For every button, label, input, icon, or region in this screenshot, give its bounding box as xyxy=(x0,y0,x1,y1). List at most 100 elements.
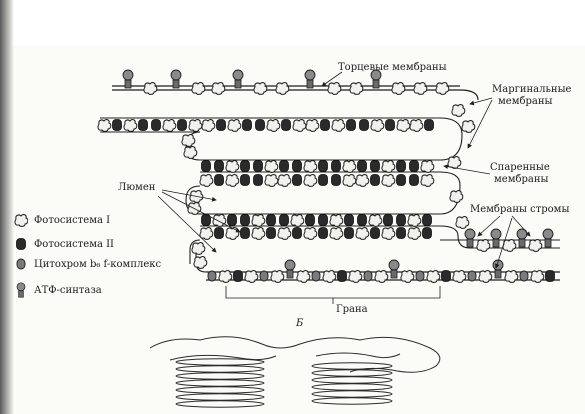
photosystem-2-mark xyxy=(396,227,406,239)
photosystem-1-mark xyxy=(476,239,491,252)
photosystem-1-mark xyxy=(322,270,337,283)
cytochrome-mark xyxy=(207,270,217,282)
legend-photosystem-1: Фотосистема I xyxy=(14,212,110,228)
photosystem-2-mark xyxy=(266,227,276,239)
photosystem-2-mark xyxy=(292,174,302,186)
cytochrome-icon xyxy=(16,258,26,270)
panel-b-grana-3d xyxy=(149,336,441,408)
photosystem-2-mark xyxy=(396,174,406,186)
photosystem-1-mark xyxy=(355,174,370,187)
photosystem-1-mark xyxy=(227,119,242,132)
grana-disc xyxy=(175,400,265,408)
photosystem-1-mark xyxy=(225,160,240,173)
photosystem-2-mark xyxy=(266,214,276,226)
photosystem-2-mark xyxy=(214,160,224,172)
cytochrome-mark xyxy=(363,270,373,282)
photosystem-1-mark xyxy=(368,214,383,227)
photosystem-1-mark xyxy=(381,227,396,240)
photosystem-2-mark xyxy=(151,119,161,131)
grana-disc xyxy=(175,372,265,380)
photosystem-2-mark xyxy=(292,160,302,172)
photosystem-2-mark xyxy=(177,119,187,131)
photosystem-1-mark xyxy=(400,270,415,283)
grana-disc xyxy=(175,358,265,366)
top-membrane-proteins xyxy=(122,69,450,95)
grana-disc xyxy=(311,383,393,391)
photosystem-1-mark xyxy=(218,270,233,283)
photosystem-2-mark xyxy=(201,160,211,172)
grana-disc xyxy=(311,390,393,398)
atp-synthase-mark xyxy=(542,228,554,248)
photosystem-1-mark xyxy=(264,174,279,187)
photosystem-2-mark xyxy=(279,214,289,226)
photosystem-1-mark xyxy=(277,174,292,187)
photosystem-1-mark xyxy=(188,119,203,132)
photosystem-2-mark xyxy=(112,119,122,131)
photosystem-1-mark xyxy=(342,160,357,173)
photosystem-1-mark xyxy=(342,174,357,187)
legend-label: Фотосистема I xyxy=(34,214,111,226)
cytochrome-mark xyxy=(311,270,321,282)
photosystem-1-mark xyxy=(181,134,196,147)
label-stacked-line2: мембраны xyxy=(494,174,549,185)
panel-b-label: Б xyxy=(295,318,304,329)
photosystem-2-mark xyxy=(318,160,328,172)
photosystem-2-mark xyxy=(279,160,289,172)
photosystem-1-icon xyxy=(14,214,28,227)
photosystem-2-mark xyxy=(214,227,224,239)
photosystem-2-mark xyxy=(331,160,341,172)
photosystem-2-mark xyxy=(359,119,369,131)
grana-disc xyxy=(175,386,265,394)
photosystem-2-mark xyxy=(357,214,367,226)
photosystem-1-mark xyxy=(449,190,464,203)
photosystem-1-mark xyxy=(409,119,424,132)
photosystem-1-mark xyxy=(420,160,435,173)
photosystem-1-mark xyxy=(370,119,385,132)
photosystem-1-mark xyxy=(244,270,259,283)
photosystem-1-mark xyxy=(348,270,363,283)
photosystem-2-mark xyxy=(370,227,380,239)
photosystem-1-mark xyxy=(530,270,545,283)
photosystem-1-mark xyxy=(447,156,462,169)
photosystem-2-mark xyxy=(240,214,250,226)
cytochrome-mark xyxy=(259,270,269,282)
photosystem-1-mark xyxy=(123,119,138,132)
photosystem-1-mark xyxy=(225,174,240,187)
grana-disc xyxy=(311,397,393,405)
photosystem-1-mark xyxy=(461,120,476,133)
photosystem-2-mark xyxy=(344,227,354,239)
photosystem-2-mark xyxy=(240,160,250,172)
legend-label: Цитохром b₆ f-комплекс xyxy=(34,258,162,270)
atp-synthase-mark xyxy=(284,259,296,279)
photosystem-2-mark xyxy=(385,119,395,131)
grana-disc xyxy=(175,379,265,387)
photosystem-2-mark xyxy=(318,227,328,239)
atp-synthase-mark xyxy=(516,228,528,248)
photosystem-1-mark xyxy=(374,270,389,283)
photosystem-2-mark xyxy=(214,174,224,186)
photosystem-2-mark xyxy=(396,214,406,226)
photosystem-1-mark xyxy=(329,214,344,227)
leader-lines xyxy=(157,71,531,304)
photosystem-2-mark xyxy=(422,214,432,226)
cytochrome-mark xyxy=(519,270,529,282)
photosystem-1-mark xyxy=(270,270,285,283)
top-margin xyxy=(0,0,585,46)
photosystem-2-mark xyxy=(281,119,291,131)
grana-disc xyxy=(175,393,265,401)
grana-disc xyxy=(311,376,393,384)
photosystem-1-mark xyxy=(290,214,305,227)
photosystem-1-mark xyxy=(264,160,279,173)
photosystem-1-mark xyxy=(251,227,266,240)
photosystem-2-mark xyxy=(346,119,356,131)
label-lumen: Люмен xyxy=(118,182,156,193)
photosystem-2-mark xyxy=(216,119,226,131)
photosystem-1-mark xyxy=(266,119,281,132)
photosystem-1-mark xyxy=(451,104,466,117)
grana-proteins xyxy=(97,119,555,283)
photosystem-1-mark xyxy=(201,119,216,132)
atp-synthase-mark xyxy=(464,228,476,248)
photosystem-1-mark xyxy=(381,160,396,173)
photosystem-2-mark xyxy=(344,214,354,226)
